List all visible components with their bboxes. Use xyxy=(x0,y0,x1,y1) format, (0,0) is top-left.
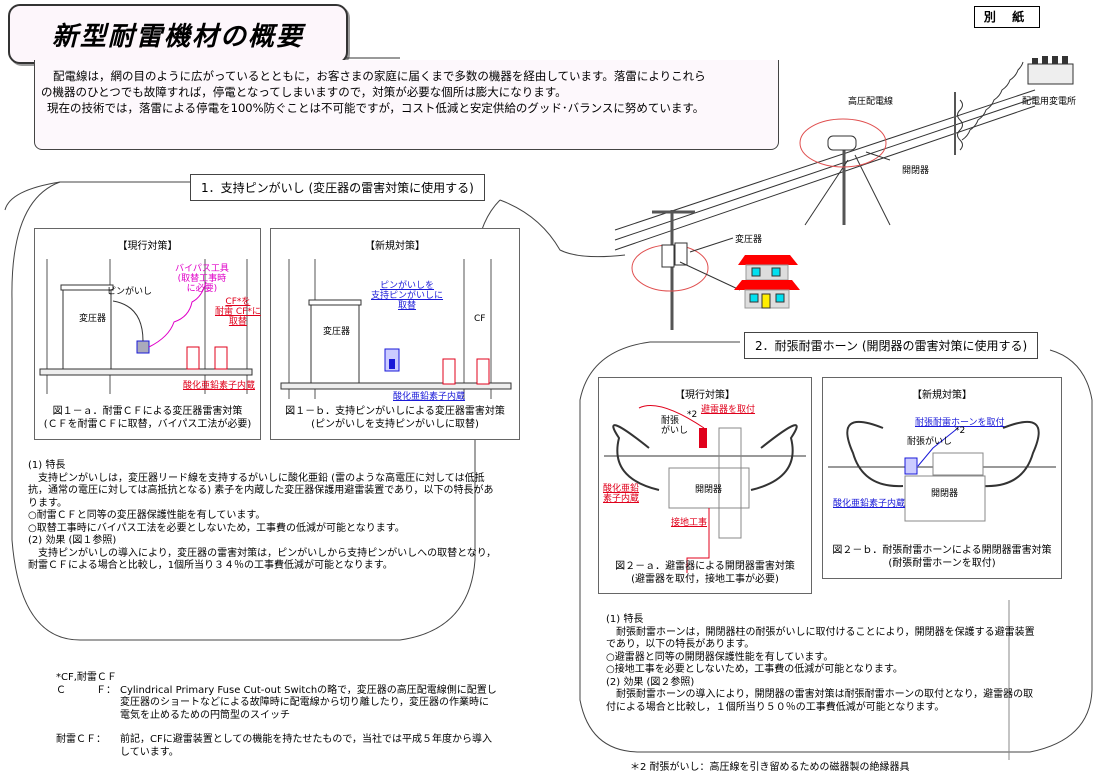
section1-body: (1) 特長 支持ピンがいしは，変圧器リード線を支持するがいしに酸化亜鉛 (雷の… xyxy=(28,460,497,571)
fig-1b-cf: CF xyxy=(474,314,486,324)
footnote-2: ＊2 耐張がいし：高圧線を引き留めるための磁器製の絶縁器具 xyxy=(630,762,910,773)
intro-line: 配電線は，網の目のように広がっているとともに，お客さまの家庭に届くまで多数の機器… xyxy=(53,69,706,83)
intro-line: 現在の技術では，落雷による停電を100%防ぐことは不可能ですが，コスト低減と安定… xyxy=(47,101,705,115)
fig-2a-footnote-mark: *2 xyxy=(687,410,698,420)
label-transformer: 変圧器 xyxy=(735,235,763,245)
fig-2b-zno-note: 酸化亜鉛素子内蔵 xyxy=(833,499,906,509)
fig-1b-zno-note: 酸化亜鉛素子内蔵 xyxy=(393,392,466,402)
section1-title: 1．支持ピンがいし (変圧器の雷害対策に使用する) xyxy=(190,174,485,201)
attachment-label: 別 紙 xyxy=(974,6,1040,28)
fig-2a-grounding: 接地工事 xyxy=(671,518,708,528)
pin-insulator-icon xyxy=(136,340,150,354)
fig-2a-switch: 開閉器 xyxy=(695,485,723,495)
label-high-voltage-line: 高圧配電線 xyxy=(848,97,894,107)
fig-2b-switch: 開閉器 xyxy=(931,489,959,499)
label-switch: 開閉器 xyxy=(902,166,930,176)
figure-2b: 【新規対策】 耐張耐雷ホーンを取付 耐張がいし *2 開閉器 酸化亜鉛素子内蔵 … xyxy=(822,377,1062,579)
fig-1b-replace-note: ピンがいしを支持ピンがいしに取替 xyxy=(371,281,444,311)
figure-2a: 【現行対策】 避雷器を取付 耐張がいし *2 開閉器 酸化亜鉛素子内蔵 接地工事… xyxy=(598,377,812,594)
switch-icon xyxy=(827,135,857,151)
house-icon xyxy=(734,255,800,309)
fig-2b-head: 【新規対策】 xyxy=(912,390,972,401)
figure-1a: 【現行対策】 変圧器 ピンがいし バイパス工具(取替工事時に必要) CF*を耐雷… xyxy=(34,228,261,440)
fig-1a-caption: 図１－ａ．耐雷ＣＦによる変圧器雷害対策(ＣＦを耐雷ＣＦに取替，バイパス工法が必要… xyxy=(43,406,252,430)
fig-1b-caption: 図１－ｂ．支持ピンがいしによる変圧器雷害対策(ピンがいしを支持ピンがいしに取替) xyxy=(285,406,505,430)
fig-2a-caption: 図２－ａ．避雷器による開閉器雷害対策(避雷器を取付，接地工事が必要) xyxy=(615,561,795,585)
switch-highlight xyxy=(799,118,887,168)
intro-line: の機器のひとつでも故障すれば，停電となってしまいますので，対策が必要な個所は膨大… xyxy=(41,85,567,99)
fig-1b-head: 【新規対策】 xyxy=(365,241,425,252)
section2-body: (1) 特長 耐張耐雷ホーンは，開閉器柱の耐張がいしに取付けることにより，開閉器… xyxy=(606,614,1035,713)
figure-1b: 【新規対策】 変圧器 ピンがいしを支持ピンがいしに取替 CF 酸化亜鉛素子内蔵 … xyxy=(270,228,520,440)
page-title-box: 新型耐雷機材の概要 xyxy=(8,4,348,64)
fig-1a-replace-note: CF*を耐雷 CF*に取替 xyxy=(215,297,261,327)
fig-1b-diagram xyxy=(280,259,512,399)
fig-1a-transformer: 変圧器 xyxy=(79,314,107,324)
section2-title: 2．耐張耐雷ホーン (開閉器の雷害対策に使用する) xyxy=(744,332,1039,359)
page-title: 新型耐雷機材の概要 xyxy=(51,21,304,52)
fig-2b-diagram xyxy=(828,420,1056,522)
fig-2b-strain-insulator: 耐張がいし xyxy=(907,437,953,447)
fig-1a-pin-insulator: ピンがいし xyxy=(107,287,153,297)
fig-2a-arrester-note: 避雷器を取付 xyxy=(701,405,756,415)
section2-outline xyxy=(579,341,1093,753)
substation-icon xyxy=(1027,56,1074,85)
fig-1a-zno-note: 酸化亜鉛素子内蔵 xyxy=(183,381,256,391)
fig-2b-caption: 図２－ｂ．耐張耐雷ホーンによる開閉器雷害対策(耐張耐雷ホーンを取付) xyxy=(832,545,1052,569)
fig-1a-head: 【現行対策】 xyxy=(117,241,178,252)
fig-2b-horn-note: 耐張耐雷ホーンを取付 xyxy=(915,418,1005,428)
arrester-icon xyxy=(699,428,707,448)
fig-2a-zno-note: 酸化亜鉛素子内蔵 xyxy=(603,484,640,504)
label-substation: 配電用変電所 xyxy=(1022,97,1077,107)
cf-notes: *CF,耐雷ＣＦ Ｃ Ｆ： Cylindrical Primary Fuse C… xyxy=(56,672,497,758)
fig-1b-transformer: 変圧器 xyxy=(323,327,351,337)
fig-2b-footnote-mark: *2 xyxy=(955,426,966,436)
intro-box: 配電線は，網の目のように広がっているとともに，お客さまの家庭に届くまで多数の機器… xyxy=(34,60,779,150)
fig-2a-diagram xyxy=(604,405,806,573)
transformer-icon xyxy=(661,244,675,268)
fig-1a-diagram xyxy=(39,259,253,394)
fig-1a-bypass-tool: バイパス工具(取替工事時に必要) xyxy=(175,264,229,294)
fig-2a-head: 【現行対策】 xyxy=(675,390,735,401)
horn-icon xyxy=(904,457,918,475)
fig-2a-strain-insulator: 耐張がいし xyxy=(661,416,689,436)
